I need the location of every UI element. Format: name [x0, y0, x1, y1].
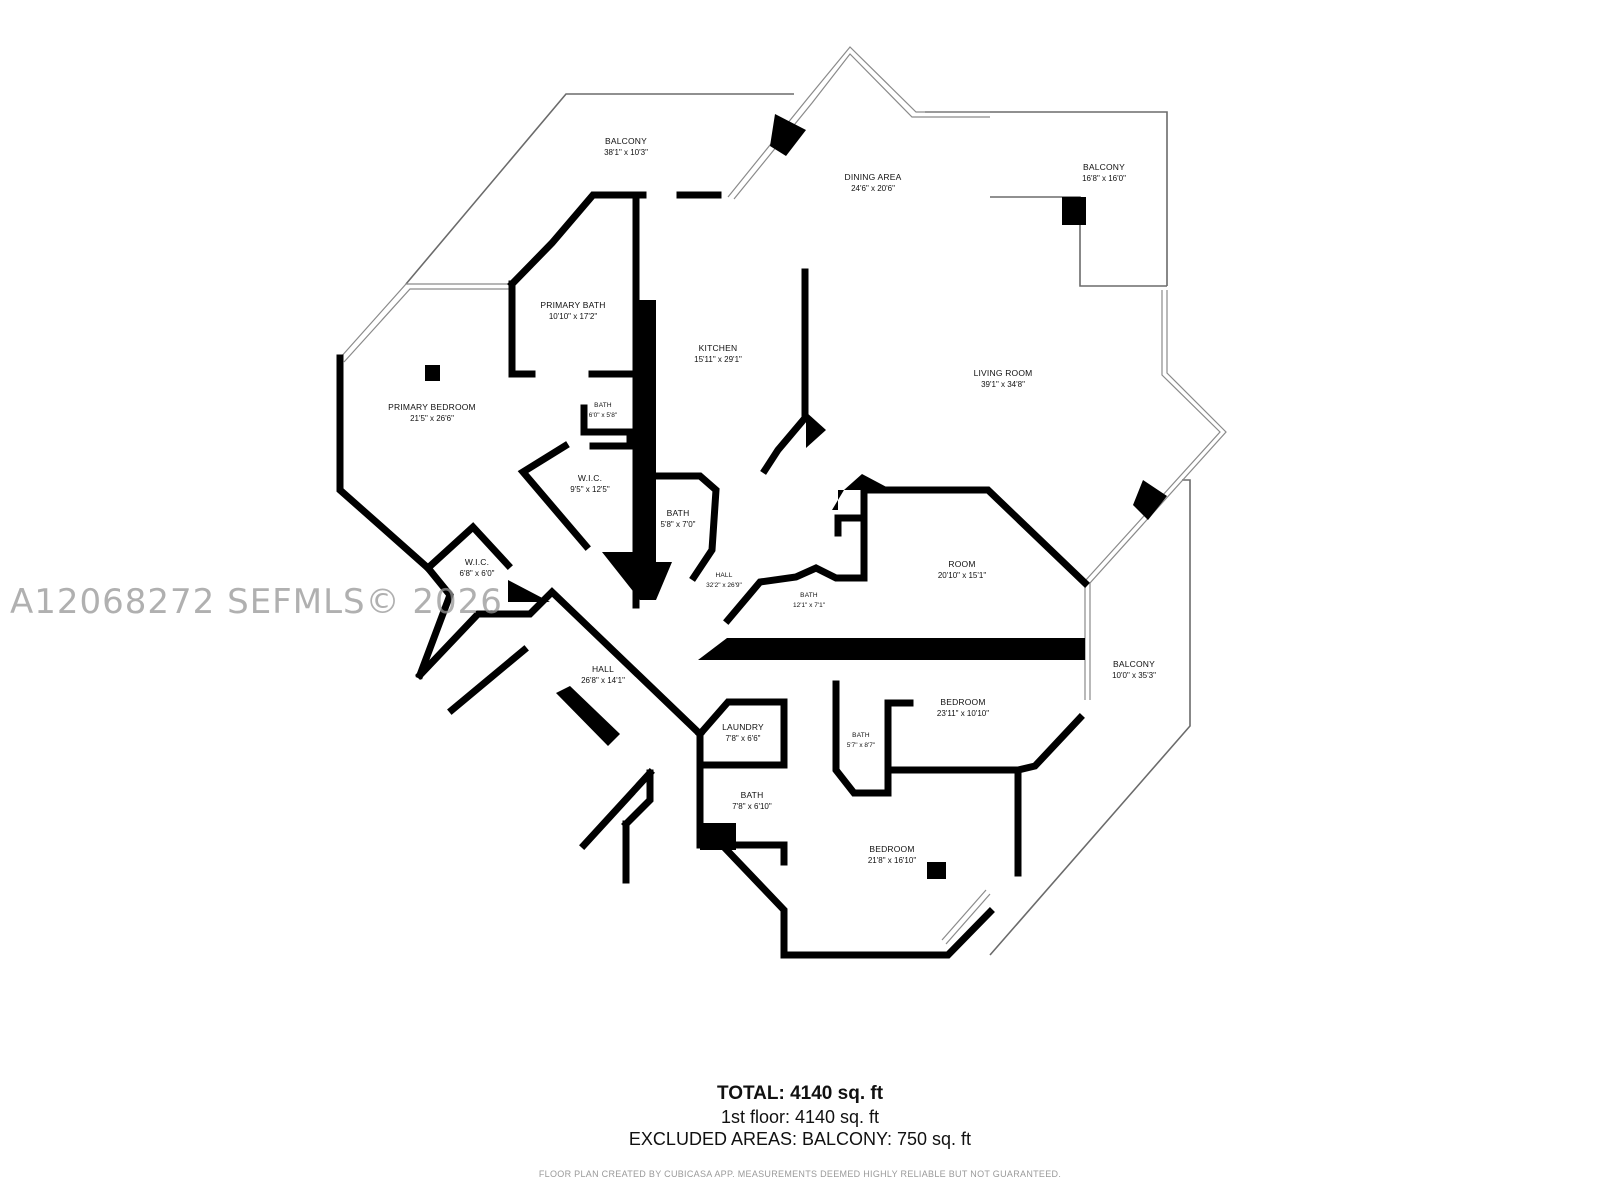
svg-text:BALCONY: BALCONY	[1083, 162, 1125, 172]
svg-text:BATH: BATH	[667, 508, 690, 518]
solid-walls	[425, 114, 1167, 879]
svg-text:16'8" x 16'0": 16'8" x 16'0"	[1082, 174, 1126, 183]
svg-text:10'10" x 17'2": 10'10" x 17'2"	[549, 312, 597, 321]
svg-text:BEDROOM: BEDROOM	[869, 844, 914, 854]
disclaimer: FLOOR PLAN CREATED BY CUBICASA APP. MEAS…	[538, 1169, 1062, 1179]
svg-text:W.I.C.: W.I.C.	[465, 557, 489, 567]
room-bath-2: BATH 5'8" x 7'0"	[661, 508, 696, 529]
svg-text:39'1" x 34'8": 39'1" x 34'8"	[981, 380, 1025, 389]
svg-text:LIVING ROOM: LIVING ROOM	[974, 368, 1033, 378]
walls	[336, 191, 1090, 959]
svg-text:23'11" x 10'10": 23'11" x 10'10"	[937, 709, 989, 718]
svg-text:BALCONY: BALCONY	[1113, 659, 1155, 669]
svg-text:24'6" x 20'6": 24'6" x 20'6"	[851, 184, 895, 193]
svg-text:5'8" x 7'0": 5'8" x 7'0"	[661, 520, 696, 529]
room-room: ROOM 20'10" x 15'1"	[938, 559, 986, 580]
svg-text:W.I.C.: W.I.C.	[578, 473, 602, 483]
svg-text:BATH: BATH	[852, 732, 870, 739]
room-primary-bedroom: PRIMARY BEDROOM 21'5" x 26'6"	[388, 402, 476, 423]
svg-text:DINING AREA: DINING AREA	[845, 172, 902, 182]
svg-text:5'7" x 8'7": 5'7" x 8'7"	[847, 742, 876, 749]
room-bath-3: BATH 12'1" x 7'1"	[793, 592, 826, 609]
svg-text:6'0" x 5'8": 6'0" x 5'8"	[589, 412, 618, 419]
total-area: TOTAL: 4140 sq. ft	[716, 1083, 884, 1104]
room-dining-area: DINING AREA 24'6" x 20'6"	[845, 172, 902, 193]
svg-text:15'11" x 29'1": 15'11" x 29'1"	[694, 355, 742, 364]
svg-text:BATH: BATH	[594, 402, 612, 409]
room-primary-bath: PRIMARY BATH 10'10" x 17'2"	[540, 300, 605, 321]
svg-text:32'2" x 26'9": 32'2" x 26'9"	[706, 582, 742, 589]
room-laundry: LAUNDRY 7'8" x 6'6"	[722, 722, 764, 743]
svg-text:BATH: BATH	[800, 592, 818, 599]
svg-text:HALL: HALL	[715, 572, 732, 579]
room-balcony-north: BALCONY 38'1" x 10'3"	[604, 136, 648, 157]
svg-text:26'8" x 14'1": 26'8" x 14'1"	[581, 676, 625, 685]
room-bath-4: BATH 5'7" x 8'7"	[847, 732, 876, 749]
balcony-outlines	[405, 93, 1191, 956]
room-balcony-east: BALCONY 16'8" x 16'0"	[1082, 162, 1126, 183]
svg-text:PRIMARY BEDROOM: PRIMARY BEDROOM	[388, 402, 476, 412]
room-wic-1: W.I.C. 9'5" x 12'5"	[570, 473, 610, 494]
svg-text:21'5" x 26'6": 21'5" x 26'6"	[410, 414, 454, 423]
room-kitchen: KITCHEN 15'11" x 29'1"	[694, 343, 742, 364]
excluded-area: EXCLUDED AREAS: BALCONY: 750 sq. ft	[628, 1129, 972, 1149]
room-hall-1: HALL 32'2" x 26'9"	[706, 572, 742, 589]
svg-text:12'1" x 7'1": 12'1" x 7'1"	[793, 602, 826, 609]
floor-area: 1st floor: 4140 sq. ft	[720, 1107, 880, 1127]
svg-text:ROOM: ROOM	[948, 559, 975, 569]
svg-text:BATH: BATH	[741, 790, 764, 800]
area-totals: TOTAL: 4140 sq. ft 1st floor: 4140 sq. f…	[0, 1082, 1600, 1150]
svg-text:6'8" x 6'0": 6'8" x 6'0"	[460, 569, 495, 578]
svg-text:7'8" x 6'6": 7'8" x 6'6"	[726, 734, 761, 743]
room-labels: BALCONY 38'1" x 10'3" DINING AREA 24'6" x …	[388, 136, 1156, 865]
room-bedroom-1: BEDROOM 23'11" x 10'10"	[937, 697, 989, 718]
svg-text:PRIMARY BATH: PRIMARY BATH	[540, 300, 605, 310]
svg-text:10'0" x 35'3": 10'0" x 35'3"	[1112, 671, 1156, 680]
svg-text:7'8" x 6'10": 7'8" x 6'10"	[732, 802, 772, 811]
room-bath-1: BATH 6'0" x 5'8"	[589, 402, 618, 419]
room-hall-2: HALL 26'8" x 14'1"	[581, 664, 625, 685]
svg-text:20'10" x 15'1": 20'10" x 15'1"	[938, 571, 986, 580]
svg-text:38'1" x 10'3": 38'1" x 10'3"	[604, 148, 648, 157]
room-living-room: LIVING ROOM 39'1" x 34'8"	[974, 368, 1033, 389]
svg-text:BALCONY: BALCONY	[605, 136, 647, 146]
room-balcony-south: BALCONY 10'0" x 35'3"	[1112, 659, 1156, 680]
svg-text:9'5" x 12'5": 9'5" x 12'5"	[570, 485, 610, 494]
room-bath-5: BATH 7'8" x 6'10"	[732, 790, 772, 811]
svg-text:KITCHEN: KITCHEN	[699, 343, 738, 353]
svg-text:HALL: HALL	[592, 664, 614, 674]
room-bedroom-2: BEDROOM 21'8" x 16'10"	[868, 844, 916, 865]
svg-text:BEDROOM: BEDROOM	[940, 697, 985, 707]
svg-text:21'8" x 16'10": 21'8" x 16'10"	[868, 856, 916, 865]
room-wic-2: W.I.C. 6'8" x 6'0"	[460, 557, 495, 578]
svg-text:LAUNDRY: LAUNDRY	[722, 722, 764, 732]
mls-watermark: A12068272 SEFMLS© 2026	[10, 582, 503, 622]
